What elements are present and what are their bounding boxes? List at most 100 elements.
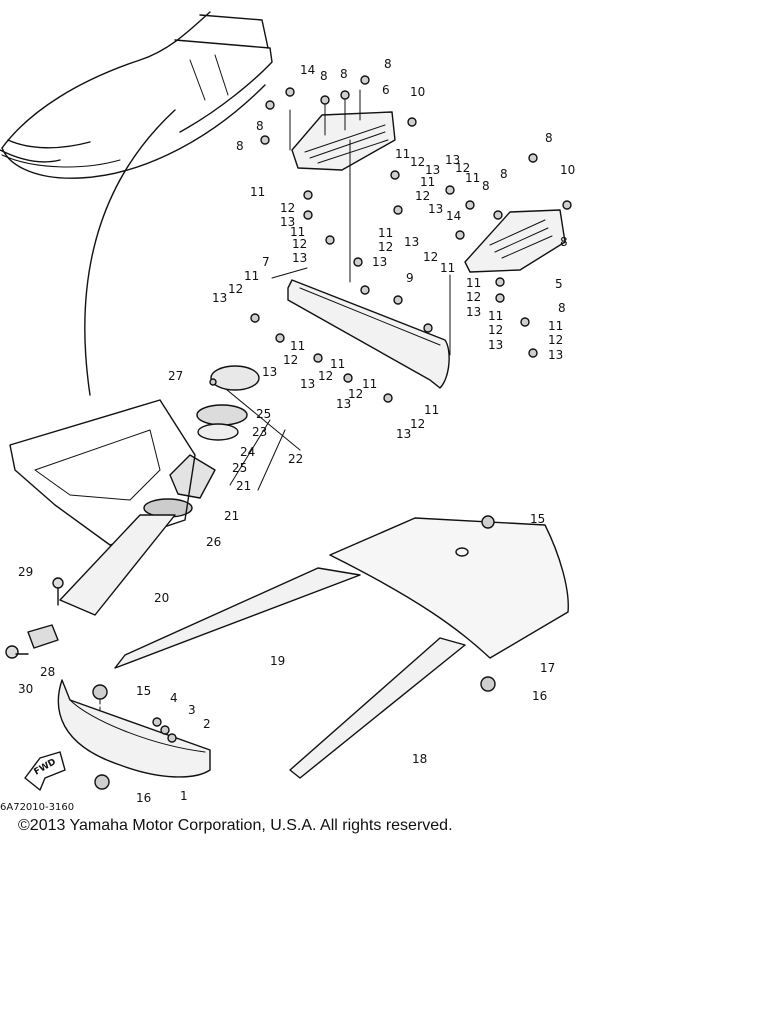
watercraft-hull [0,11,273,179]
label-21: 21 [236,479,251,493]
label-11l: 11 [290,339,305,353]
label-11g: 11 [440,261,455,275]
label-5: 5 [555,277,563,291]
label-3: 3 [188,703,196,717]
label-24: 24 [240,445,255,459]
label-9: 9 [406,271,414,285]
label-12o: 12 [410,417,425,431]
label-12g: 12 [423,250,438,264]
label-10: 10 [410,85,425,99]
label-16b: 16 [136,791,151,805]
label-26: 26 [206,535,221,549]
label-25: 25 [256,407,271,421]
bracket-28 [27,624,59,649]
label-13j: 13 [488,338,503,352]
label-12n: 12 [348,387,363,401]
label-13i: 13 [466,305,481,319]
label-8c: 8 [384,57,392,71]
label-13d: 13 [280,215,295,229]
label-8f: 8 [545,131,553,145]
label-25b: 25 [232,461,247,475]
label-15b: 15 [136,684,151,698]
label-11c: 11 [420,175,435,189]
label-8i: 8 [560,235,568,249]
label-19: 19 [270,654,285,668]
label-6: 6 [382,83,390,97]
label-8: 8 [320,69,328,83]
fwd-arrow-icon [24,751,66,791]
label-12: 12 [410,155,425,169]
label-12b: 12 [455,161,470,175]
label-11h: 11 [244,269,259,283]
mat-right [289,637,466,779]
label-11j: 11 [488,309,503,323]
label-8b: 8 [340,67,348,81]
label-12c: 12 [415,189,430,203]
copyright-notice: ©2013 Yamaha Motor Corporation, U.S.A. A… [18,817,453,834]
cross-bar [287,279,450,389]
label-8e: 8 [236,139,244,153]
label-11i: 11 [466,276,481,290]
label-13: 13 [425,163,440,177]
label-28: 28 [40,665,55,679]
label-13e: 13 [292,251,307,265]
label-11n: 11 [362,377,377,391]
label-17: 17 [540,661,555,675]
label-13c: 13 [428,202,443,216]
label-11b: 11 [465,171,480,185]
label-21b: 21 [224,509,239,523]
label-12k: 12 [548,333,563,347]
label-14b: 14 [446,209,461,223]
label-12i: 12 [466,290,481,304]
label-13b: 13 [445,153,460,167]
label-22: 22 [288,452,303,466]
hardware [92,75,572,790]
label-12m: 12 [318,369,333,383]
label-11m: 11 [330,357,345,371]
label-11: 11 [395,147,410,161]
label-11k: 11 [548,319,563,333]
label-11e: 11 [290,225,305,239]
reference-leader-curve [84,109,176,396]
label-8d: 8 [256,119,264,133]
label-15: 15 [530,512,545,526]
label-30: 30 [18,682,33,696]
label-7: 7 [262,255,270,269]
diagram-code: 6A72010-3160 [0,802,74,813]
label-13f: 13 [372,255,387,269]
part-labels: 14 8 8 8 6 10 8 8 11 12 13 13 12 11 8 10… [0,57,575,813]
label-27: 27 [168,369,183,383]
label-16: 16 [532,689,547,703]
intake-tube [59,514,176,616]
label-14: 14 [300,63,315,77]
label-23: 23 [252,425,267,439]
deck-plate [329,517,569,659]
label-11o: 11 [424,403,439,417]
bumper [57,679,211,778]
label-8g: 8 [500,167,508,181]
label-12f: 12 [378,240,393,254]
label-12j: 12 [488,323,503,337]
label-13l: 13 [262,365,277,379]
label-18: 18 [412,752,427,766]
label-11d: 11 [250,185,265,199]
label-13g: 13 [404,235,419,249]
label-13h: 13 [212,291,227,305]
label-13n: 13 [336,397,351,411]
label-10b: 10 [560,163,575,177]
nozzle-assembly [143,365,260,518]
label-8j: 8 [558,301,566,315]
label-4: 4 [170,691,178,705]
label-12d: 12 [280,201,295,215]
label-2: 2 [203,717,211,731]
label-20: 20 [154,591,169,605]
label-12e: 12 [292,237,307,251]
label-8h: 8 [482,179,490,193]
label-13k: 13 [548,348,563,362]
label-12h: 12 [228,282,243,296]
label-29: 29 [18,565,33,579]
label-13m: 13 [300,377,315,391]
label-1: 1 [180,789,188,803]
step-bracket-right [464,209,566,273]
